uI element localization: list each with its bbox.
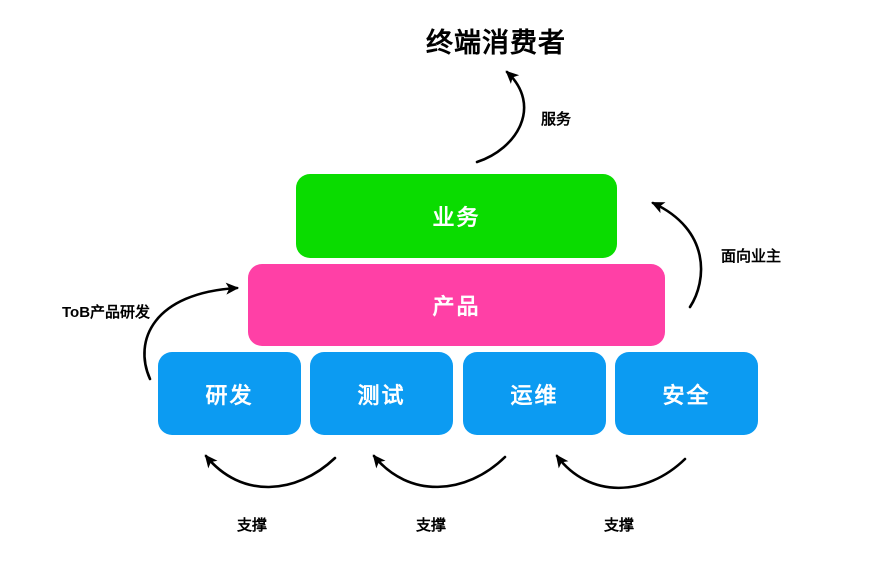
box-rd-label: 研发 bbox=[205, 382, 254, 408]
support-arrow-1-label: 支撑 bbox=[236, 517, 268, 534]
box-product: 产品 bbox=[248, 264, 665, 346]
box-ops-label: 运维 bbox=[510, 382, 559, 408]
box-test: 测试 bbox=[310, 352, 453, 435]
box-test-label: 测试 bbox=[357, 382, 406, 408]
tob-arrow-label: ToB产品研发 bbox=[62, 304, 151, 321]
owner-arrow-label: 面向业主 bbox=[721, 248, 782, 265]
box-ops: 运维 bbox=[463, 352, 606, 435]
box-business-label: 业务 bbox=[432, 205, 481, 230]
box-security: 安全 bbox=[615, 352, 758, 435]
diagram-title: 终端消费者 bbox=[426, 28, 566, 58]
service-arrow-label: 服务 bbox=[541, 111, 572, 128]
box-business: 业务 bbox=[296, 174, 617, 258]
support-arrow-3-label: 支撑 bbox=[603, 517, 635, 534]
support-arrow-2 bbox=[372, 454, 507, 489]
box-rd: 研发 bbox=[158, 352, 301, 435]
support-arrow-1 bbox=[204, 454, 337, 489]
box-security-label: 安全 bbox=[662, 382, 711, 408]
support-arrow-3 bbox=[555, 454, 687, 490]
tob-arrow bbox=[143, 282, 239, 381]
box-product-label: 产品 bbox=[432, 294, 481, 319]
owner-arrow bbox=[651, 201, 703, 309]
service-arrow bbox=[475, 70, 526, 164]
support-arrow-2-label: 支撑 bbox=[415, 517, 447, 534]
